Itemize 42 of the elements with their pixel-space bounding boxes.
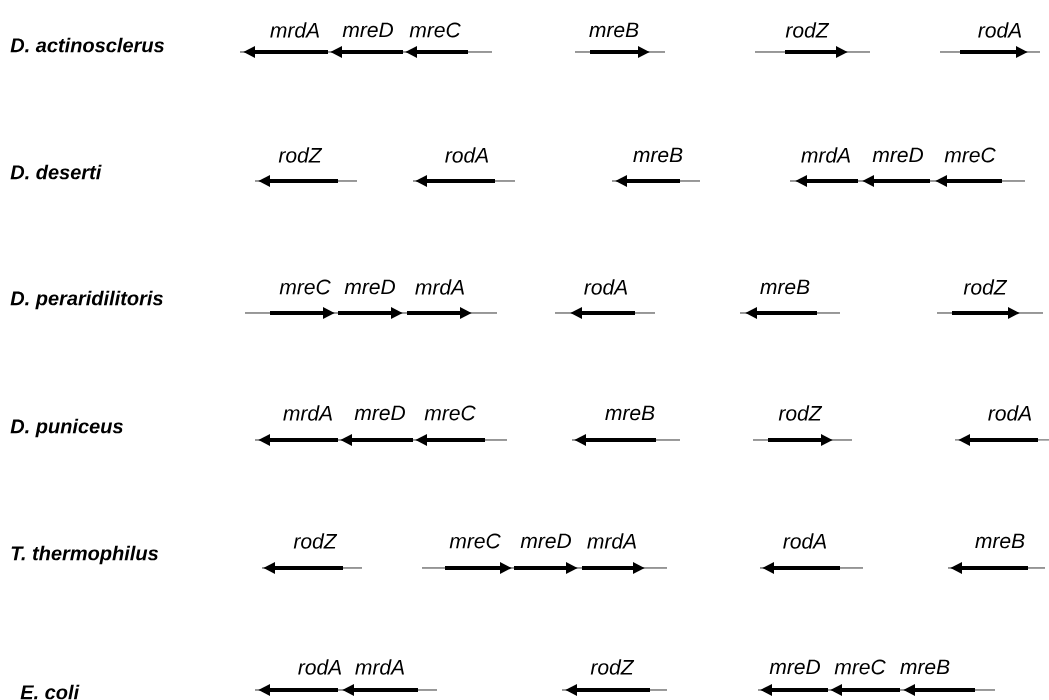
gene-name: mreD: [344, 279, 395, 295]
gene-name: rodA: [298, 659, 342, 675]
gene-name: mreC: [424, 405, 476, 421]
gene-name: rodZ: [293, 533, 338, 549]
gene-name: mreC: [834, 659, 886, 675]
gene-name: mreB: [760, 279, 810, 295]
gene-name: rodA: [783, 533, 827, 549]
species-name: D. puniceus: [10, 418, 123, 438]
gene-name: mreD: [872, 147, 923, 163]
species-name: D. peraridilitoris: [10, 290, 163, 310]
gene-name: mreB: [605, 405, 655, 421]
gene-name: mreB: [633, 147, 683, 163]
gene-name: rodA: [978, 22, 1022, 38]
gene-name: mrdA: [355, 659, 404, 675]
gene-name: mrdA: [587, 533, 636, 549]
gene-name: mreC: [409, 22, 461, 38]
gene-name: rodZ: [778, 405, 823, 421]
species-name: T. thermophilus: [11, 545, 159, 565]
gene-name: mreD: [342, 22, 393, 38]
gene-name: mrdA: [415, 279, 464, 295]
gene-name: mreB: [589, 22, 639, 38]
gene-name: mrdA: [283, 405, 332, 421]
gene-name: mreD: [769, 659, 820, 675]
gene-name: mreB: [975, 533, 1025, 549]
species-name: D. deserti: [10, 164, 102, 180]
species-name: E. coli: [20, 684, 80, 700]
gene-name: mreD: [520, 533, 571, 549]
gene-name: rodZ: [278, 147, 323, 163]
gene-name: rodA: [584, 279, 628, 295]
gene-name: rodA: [988, 405, 1032, 421]
gene-name: rodZ: [590, 659, 635, 675]
gene-name: mrdA: [270, 22, 319, 38]
gene-name: mreC: [944, 147, 996, 163]
gene-name: rodZ: [963, 279, 1008, 295]
gene-name: mreD: [354, 405, 405, 421]
gene-name: mreC: [279, 279, 331, 295]
gene-name: mreC: [449, 533, 501, 549]
species-name: D. actinosclerus: [10, 37, 164, 53]
gene-name: rodZ: [785, 22, 830, 38]
gene-name: rodA: [445, 147, 489, 163]
gene-name: mreB: [900, 659, 950, 675]
gene-name: mrdA: [801, 147, 850, 163]
